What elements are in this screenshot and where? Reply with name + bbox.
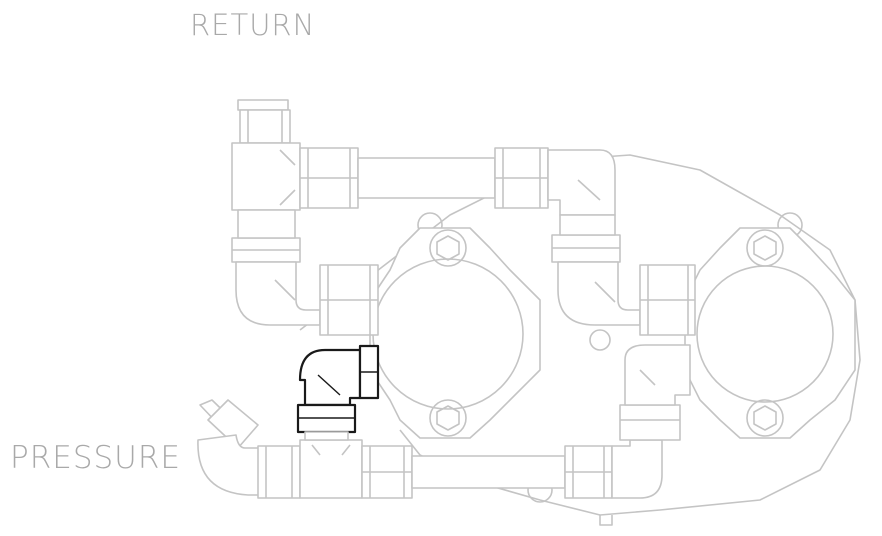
pressure-manifold bbox=[197, 344, 691, 499]
bolt-bottom-right bbox=[746, 399, 784, 437]
return-manifold bbox=[231, 99, 696, 336]
return-label: RETURN bbox=[190, 8, 316, 42]
highlighted-elbow-fitting bbox=[296, 344, 380, 441]
pressure-label: PRESSURE bbox=[10, 440, 181, 476]
left-pump bbox=[369, 227, 541, 439]
bolt-bottom-left bbox=[429, 399, 467, 437]
bolt-top-left bbox=[429, 229, 467, 267]
bolt-top-right bbox=[746, 229, 784, 267]
right-pump bbox=[684, 227, 856, 439]
